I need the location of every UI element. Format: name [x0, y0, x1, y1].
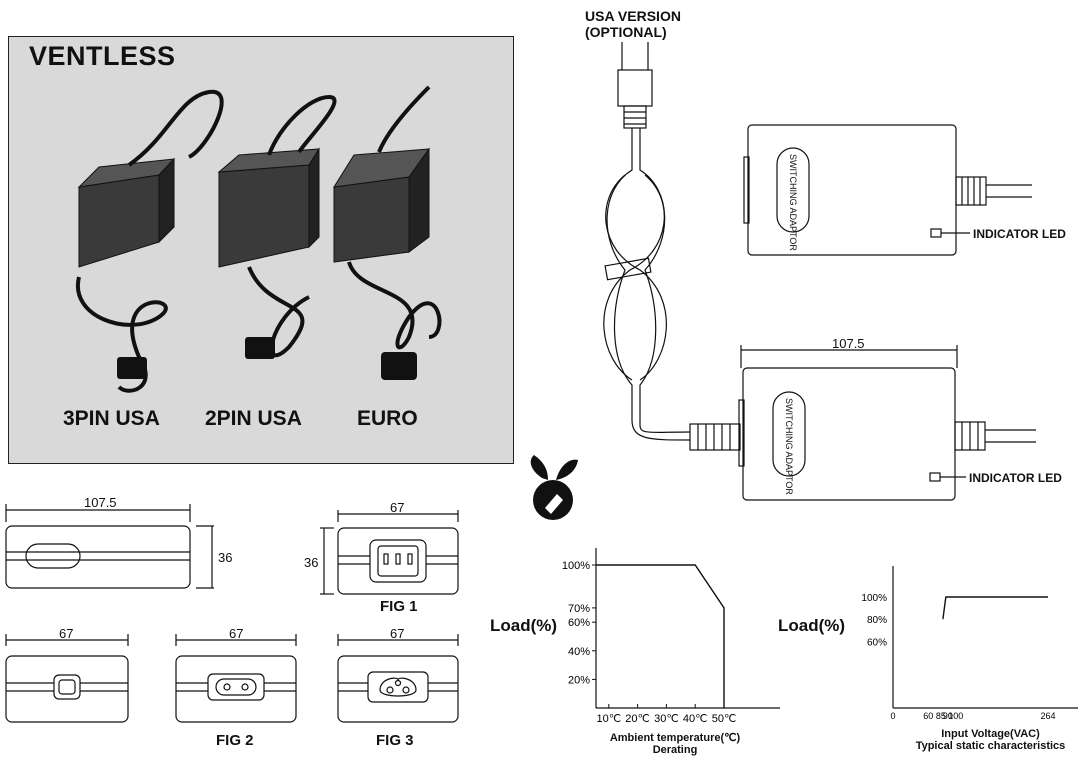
- plug-label-2pin: 2PIN USA: [205, 407, 302, 430]
- derating-x-tick-label: 50℃: [712, 713, 737, 725]
- usa-version-line1: USA VERSION: [585, 8, 681, 24]
- side-height-dim: 36: [218, 550, 233, 565]
- derating-x-tick-label: 10℃: [597, 713, 622, 725]
- static-x-tick-label: 85: [936, 711, 946, 721]
- indicator-led-label-top: INDICATOR LED: [973, 227, 1066, 241]
- static-x-tick-label: 0: [890, 711, 895, 721]
- fig1-width-dim: 67: [390, 500, 405, 515]
- static-y-tick-label: 100%: [861, 593, 887, 604]
- plug-label-euro: EURO: [357, 407, 418, 430]
- derating-ylabel: Load(%): [490, 616, 558, 635]
- derating-x-tick-label: 20℃: [625, 713, 650, 725]
- derating-y-tick-label: 60%: [568, 617, 590, 629]
- derating-y-tick-label: 70%: [568, 603, 590, 615]
- static-y-tick-label: 80%: [867, 615, 887, 626]
- ventless-title: VENTLESS: [29, 41, 176, 71]
- static-y-tick-label: 60%: [867, 637, 887, 648]
- fig3-label: FIG 3: [376, 732, 414, 749]
- derating-xlabel: Ambient temperature(℃) Derating: [580, 732, 770, 756]
- end-width-dim: 67: [59, 626, 74, 641]
- usa-version-label: USA VERSION (OPTIONAL): [585, 8, 681, 40]
- static-series-line: [942, 596, 1048, 620]
- eco-logo: [530, 455, 578, 520]
- derating-caption: Derating: [652, 744, 698, 756]
- fig3-width-dim: 67: [390, 626, 405, 641]
- derating-x-tick-label: 40℃: [683, 713, 708, 725]
- derating-series-line: [596, 564, 725, 708]
- side-length-dim: 107.5: [84, 495, 117, 510]
- derating-y-tick-label: 20%: [568, 674, 590, 686]
- derating-y-tick-label: 40%: [568, 646, 590, 658]
- usa-version-line2: (OPTIONAL): [585, 24, 667, 40]
- adapter-photo: [75, 85, 442, 393]
- derating-xlabel-text: Ambient temperature(℃): [609, 732, 741, 744]
- static-xlabel: Input Voltage(VAC) Typical static charac…: [890, 728, 1091, 752]
- static-ylabel: Load(%): [778, 616, 846, 635]
- plug-label-3pin: 3PIN USA: [63, 407, 160, 430]
- static-x-tick-label: 264: [1040, 711, 1055, 721]
- fig2-label: FIG 2: [216, 732, 254, 749]
- fig2-width-dim: 67: [229, 626, 244, 641]
- derating-y-tick-label: 100%: [562, 560, 590, 572]
- static-xlabel-text: Input Voltage(VAC): [941, 728, 1040, 740]
- static-x-tick-label: 90: [943, 711, 953, 721]
- product-photo-panel: VENTLESS 3PIN USA 2PIN USA: [8, 36, 514, 464]
- static-caption: Typical static characteristics: [915, 740, 1066, 752]
- derating-x-tick-label: 30℃: [654, 713, 679, 725]
- static-x-tick-label: 100: [948, 711, 963, 721]
- width-dimension: 107.5: [832, 336, 865, 351]
- fig1-label: FIG 1: [380, 598, 418, 615]
- fig1-height-dim: 36: [304, 555, 319, 570]
- indicator-led-label-bottom: INDICATOR LED: [969, 471, 1062, 485]
- static-x-tick-label: 60: [923, 711, 933, 721]
